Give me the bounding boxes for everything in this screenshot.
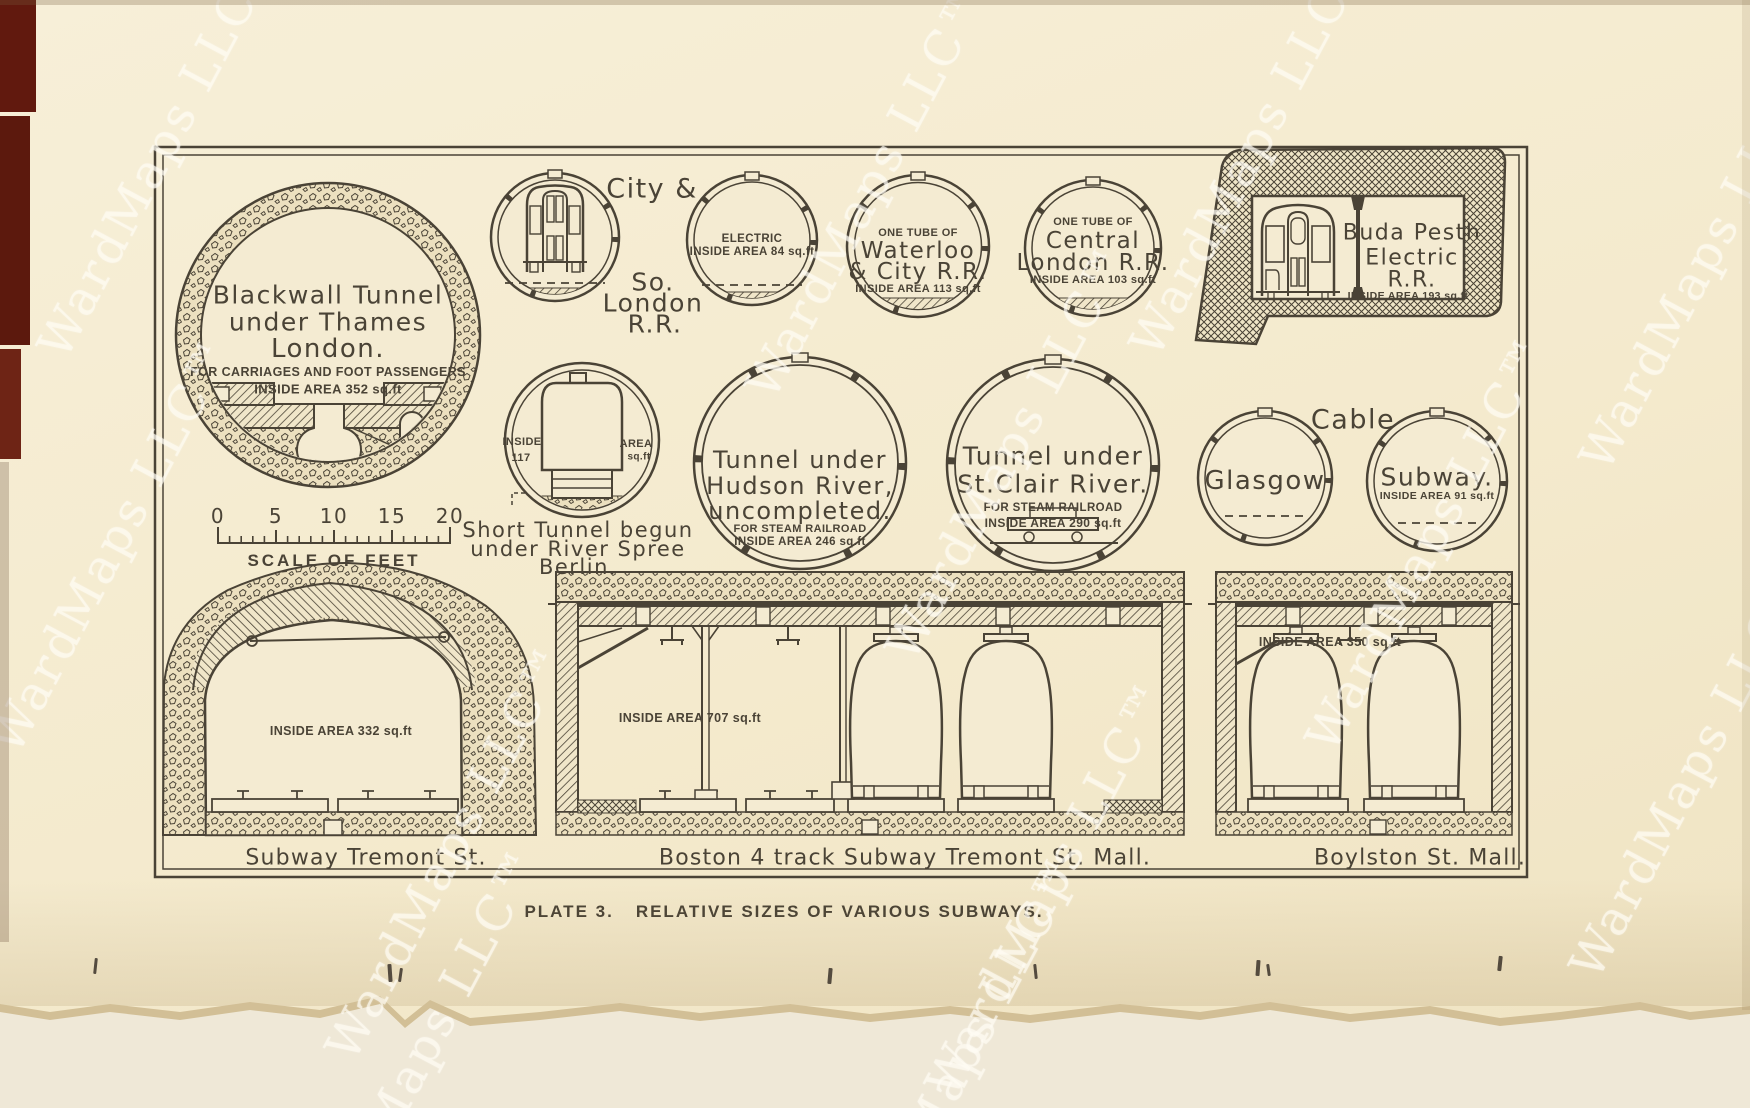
boston-area-label: INSIDE AREA 707 sq.ft xyxy=(618,711,762,725)
scale-tick-15: 15 xyxy=(377,504,407,528)
plate-title: RELATIVE SIZES OF VARIOUS SUBWAYS. xyxy=(636,902,1044,922)
hudson-line1: Tunnel under xyxy=(713,446,887,474)
scale-tick-10: 10 xyxy=(319,504,349,528)
city-so-london-label-top: City & xyxy=(606,173,698,205)
cable-subway-label: Subway. xyxy=(1380,462,1494,492)
stclair-note1: FOR STEAM RAILROAD xyxy=(983,502,1123,514)
blackwall-note2: INSIDE AREA 352 sq.ft xyxy=(254,381,402,397)
boston-caption: Boston 4 track Subway Tremont St. Mall. xyxy=(658,845,1152,871)
berlin-tunnel-drawing xyxy=(503,361,661,519)
budapesth-drawing xyxy=(1194,146,1507,346)
berlin-caption-line1: Short Tunnel begun xyxy=(462,518,694,542)
city-so-london-label-rr: R.R. xyxy=(627,309,683,339)
blackwall-title-line2: under Thames xyxy=(228,307,428,337)
scan-right-shadow xyxy=(1742,0,1750,1010)
cable-subway-note: INSIDE AREA 91 sq.ft xyxy=(1379,490,1495,502)
berlin-area-label: AREA xyxy=(619,438,653,450)
berlin-area-value: 117 xyxy=(511,452,531,464)
hudson-line3: uncompleted. xyxy=(708,497,892,525)
blackwall-title-line3: London. xyxy=(270,334,386,364)
berlin-inside-label: INSIDE xyxy=(502,436,542,448)
central-line1: Central xyxy=(1045,228,1141,254)
budapesth-line3: R.R. xyxy=(1387,267,1437,293)
electric-tube-drawing xyxy=(685,171,819,307)
waterloo-city-tube-drawing xyxy=(845,171,991,319)
scale-tick-5: 5 xyxy=(268,504,284,528)
boylston-caption: Boylston St. Mall. xyxy=(1313,845,1527,871)
waterloo-line2: & City R.R. xyxy=(848,259,988,285)
central-london-tube-drawing xyxy=(1023,176,1163,318)
plate-frame xyxy=(153,145,1529,879)
scan-top-edge xyxy=(0,0,1750,5)
boylston-section-drawing xyxy=(1208,571,1520,836)
city-so-london-label-london: London xyxy=(602,288,704,318)
scan-spine-edge xyxy=(0,116,30,345)
hudson-line2: Hudson River, xyxy=(706,472,894,500)
hudson-note2: INSIDE AREA 246 sq.ft xyxy=(734,536,866,548)
tremont-caption: Subway Tremont St. xyxy=(245,845,487,871)
waterloo-note-bottom: INSIDE AREA 113 sq.ft xyxy=(855,283,981,295)
city-so-london-label-so: So. xyxy=(631,267,675,297)
berlin-caption-line3: Berlin. xyxy=(538,555,618,579)
plate-number: PLATE 3. xyxy=(524,902,613,922)
plate-caption: PLATE 3. RELATIVE SIZES OF VARIOUS SUBWA… xyxy=(524,902,1043,922)
berlin-sqft-label: sq.ft xyxy=(627,451,651,463)
waterloo-line1: Waterloo xyxy=(860,238,976,264)
stclair-line2: St.Clair River. xyxy=(957,469,1149,499)
electric-note1: ELECTRIC xyxy=(721,233,783,245)
scale-label: SCALE OF FEET xyxy=(247,551,421,570)
boylston-area-label: INSIDE AREA 350 sq.ft xyxy=(1258,635,1402,649)
central-note-top: ONE TUBE OF xyxy=(1053,216,1133,228)
tremont-section-drawing xyxy=(161,561,538,837)
hudson-note1: FOR STEAM RAILROAD xyxy=(733,523,867,535)
scan-spine-edge xyxy=(0,349,21,459)
stclair-note2: INSIDE AREA 290 sq.ft xyxy=(984,516,1122,530)
cable-subway-tube-drawing xyxy=(1365,407,1509,553)
waterloo-note-top: ONE TUBE OF xyxy=(878,227,958,239)
budapesth-line1: Buda Pesth xyxy=(1342,220,1482,246)
scale-tick-20: 20 xyxy=(435,504,465,528)
blackwall-note1: FOR CARRIAGES AND FOOT PASSENGERS xyxy=(190,365,466,379)
scan-spine-edge xyxy=(0,0,36,112)
glasgow-tube-drawing xyxy=(1196,407,1334,547)
boston-section-drawing xyxy=(548,571,1192,836)
blackwall-title-line1: Blackwall Tunnel xyxy=(212,280,444,310)
hudson-tunnel-drawing xyxy=(692,352,908,571)
tremont-area-label: INSIDE AREA 332 sq.ft xyxy=(269,724,413,738)
glasgow-label: Glasgow xyxy=(1204,466,1326,496)
scan-spine-edge xyxy=(0,462,9,942)
blackwall-tunnel-drawing xyxy=(174,181,482,489)
electric-note2: INSIDE AREA 84 sq.ft xyxy=(689,246,815,258)
budapesth-line2: Electric xyxy=(1365,245,1459,271)
berlin-caption-line2: under River Spree xyxy=(470,537,686,561)
budapesth-note: INSIDE AREA 193 sq.ft xyxy=(1347,290,1469,302)
scale-of-feet-ruler xyxy=(217,527,451,544)
central-line2: London R.R. xyxy=(1016,250,1170,276)
city-south-london-drawing xyxy=(489,169,621,303)
stclair-tunnel-drawing xyxy=(945,354,1161,573)
scale-tick-0: 0 xyxy=(210,504,226,528)
central-note-bottom: INSIDE AREA 103 sq.ft xyxy=(1029,274,1157,286)
cable-label: Cable xyxy=(1310,404,1396,436)
stclair-line1: Tunnel under xyxy=(962,441,1144,471)
paper-curl-shading xyxy=(0,878,1750,1006)
